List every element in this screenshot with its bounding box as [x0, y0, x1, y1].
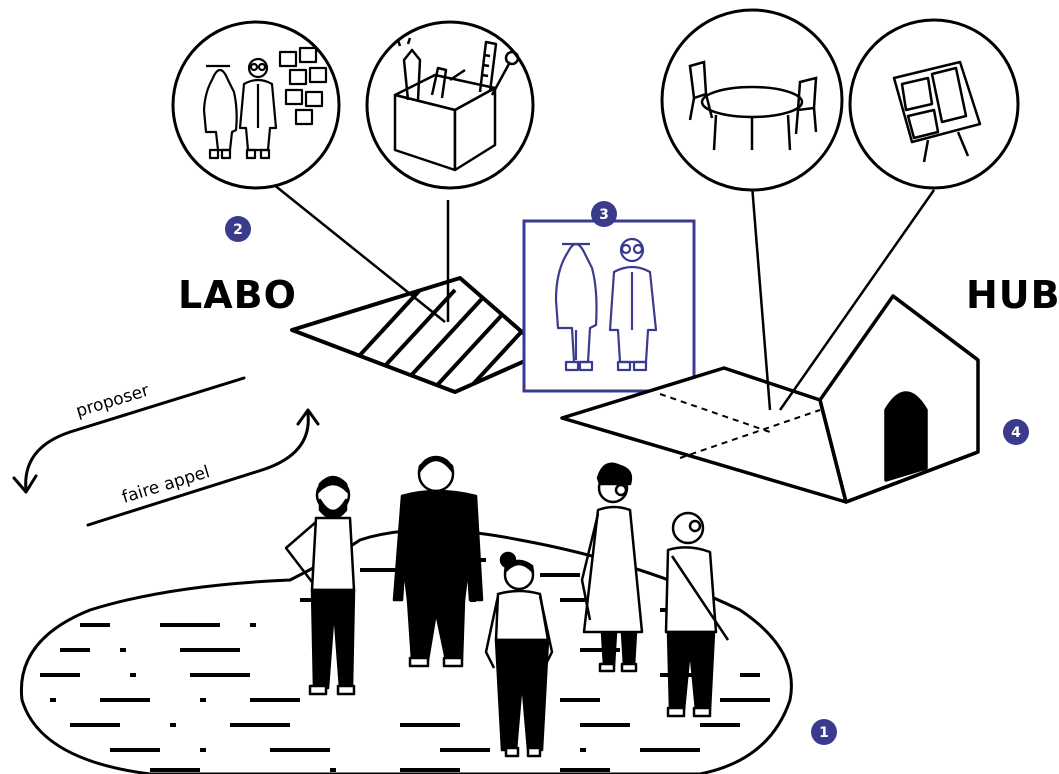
two-people-icon [554, 237, 658, 372]
meeting-table-icon [660, 8, 844, 192]
whiteboard-icon [848, 18, 1020, 190]
proposer-arrow [12, 376, 246, 494]
labo-label: LABO [178, 273, 297, 317]
badge-2: 2 [225, 216, 251, 242]
badge-3-label: 3 [599, 207, 609, 223]
hub-label: HUB [966, 273, 1059, 317]
toolbox-icon [365, 20, 535, 190]
hub-building [560, 294, 980, 504]
badge-2-label: 2 [233, 222, 243, 238]
person-bald-glasses [664, 511, 730, 718]
proposer-label: proposer [74, 381, 152, 422]
faire-appel-arrow [86, 408, 320, 527]
badge-4-label: 4 [1011, 425, 1021, 441]
person-bearded [284, 475, 356, 696]
person-tall [392, 455, 484, 668]
community-people [284, 455, 730, 758]
person-glasses-dress [580, 462, 644, 673]
two-people-box: 3 [522, 201, 696, 393]
people-with-sticky-notes-icon [171, 20, 341, 190]
badge-1: 1 [811, 719, 837, 745]
badge-4: 4 [1003, 419, 1029, 445]
badge-1-label: 1 [819, 725, 829, 741]
person-bun [484, 551, 554, 758]
